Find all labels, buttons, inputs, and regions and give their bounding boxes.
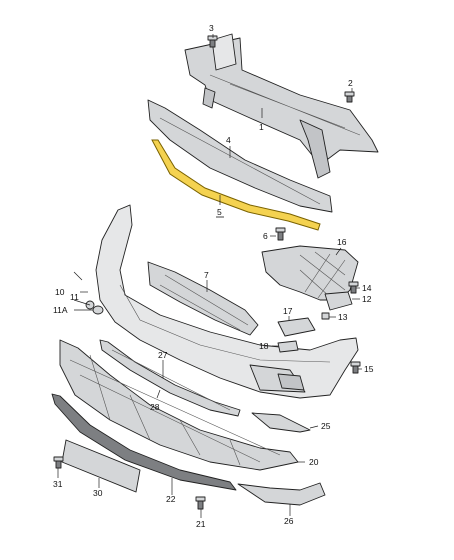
part-clip-15[interactable] xyxy=(350,361,361,374)
part-sensor-holder[interactable] xyxy=(277,317,316,337)
label-4: 4 xyxy=(226,135,231,145)
label-20: 20 xyxy=(309,457,319,467)
label-25: 25 xyxy=(321,421,331,431)
part-license-plate-holder[interactable] xyxy=(61,439,141,493)
callout-labels: 3 2 1 4 5 6 16 7 10 11 11A 14 12 13 17 1… xyxy=(53,23,374,529)
part-bolt-3[interactable] xyxy=(207,35,218,48)
label-14: 14 xyxy=(362,283,372,293)
label-15: 15 xyxy=(364,364,374,374)
label-31: 31 xyxy=(53,479,63,489)
label-17: 17 xyxy=(283,306,293,316)
part-clip-6[interactable] xyxy=(275,227,286,241)
label-6: 6 xyxy=(263,231,268,241)
label-27: 27 xyxy=(158,350,168,360)
part-side-bracket[interactable] xyxy=(324,291,353,311)
label-12: 12 xyxy=(362,294,372,304)
label-16: 16 xyxy=(337,237,347,247)
part-cap-18[interactable] xyxy=(277,340,299,353)
part-screw-21[interactable] xyxy=(195,496,206,510)
label-11: 11 xyxy=(70,292,79,302)
part-center-grille-strip[interactable] xyxy=(99,339,241,417)
part-center-bracket[interactable] xyxy=(147,261,259,336)
label-7: 7 xyxy=(204,270,209,280)
part-trim-insert-26[interactable] xyxy=(237,482,326,506)
part-clip-13[interactable] xyxy=(321,312,330,320)
label-30: 30 xyxy=(93,488,103,498)
label-18: 18 xyxy=(259,341,269,351)
label-1: 1 xyxy=(259,122,264,132)
label-28: 28 xyxy=(150,402,160,412)
label-13: 13 xyxy=(338,312,348,322)
label-22: 22 xyxy=(166,494,176,504)
label-10: 10 xyxy=(55,287,65,297)
part-lower-trim[interactable] xyxy=(51,393,237,491)
leader-lines xyxy=(57,34,362,518)
part-screw-31[interactable] xyxy=(53,456,64,469)
part-clip-11a[interactable] xyxy=(92,305,104,315)
part-reinforcement-strip[interactable] xyxy=(151,139,321,231)
label-5: 5 xyxy=(217,207,222,217)
label-21: 21 xyxy=(196,519,206,529)
label-26: 26 xyxy=(284,516,294,526)
part-bracket-right[interactable] xyxy=(261,245,359,301)
label-11a: 11A xyxy=(53,305,68,315)
part-clip-14[interactable] xyxy=(348,281,359,294)
part-bumper-carrier[interactable] xyxy=(184,33,379,179)
part-bolt-2[interactable] xyxy=(344,91,355,103)
part-trim-insert-25[interactable] xyxy=(251,412,311,433)
part-impact-absorber[interactable] xyxy=(147,99,333,213)
label-2: 2 xyxy=(348,78,353,88)
label-3: 3 xyxy=(209,23,214,33)
